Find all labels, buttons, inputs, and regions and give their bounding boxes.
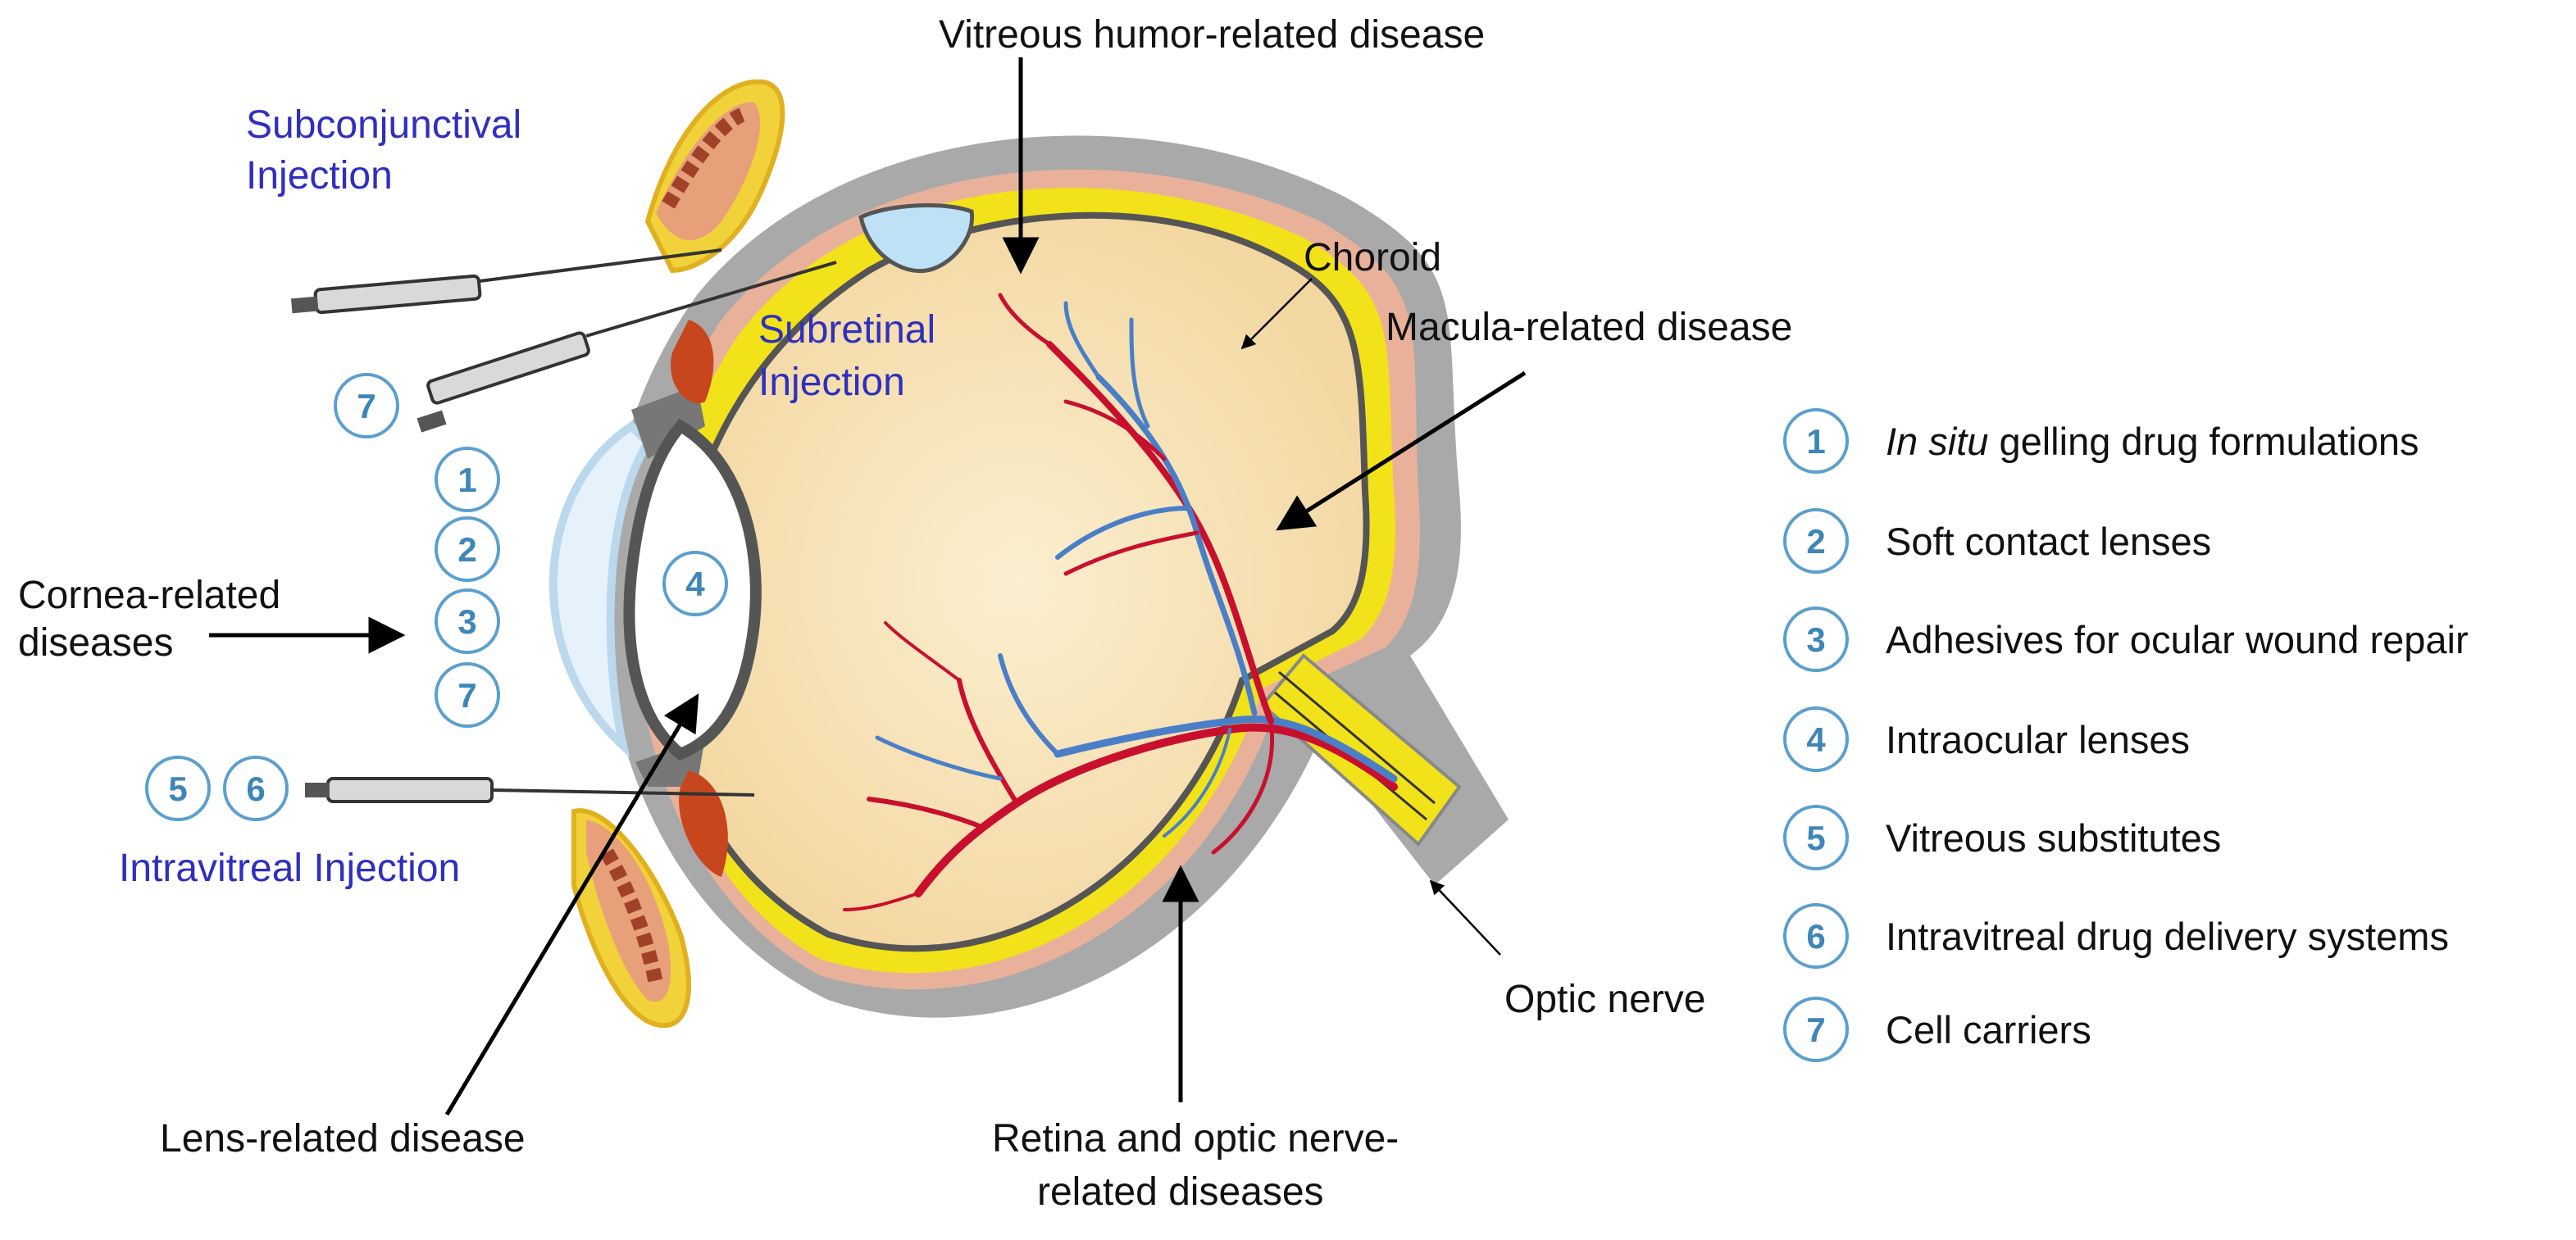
svg-text:6: 6 [1806, 917, 1825, 956]
syringe-subconjunctival [290, 248, 722, 315]
svg-text:In situ gelling drug formulati: In situ gelling drug formulations [1886, 420, 2419, 463]
arrow-macula [1276, 370, 1527, 531]
syringe-intravitreal [305, 777, 755, 803]
label-retina-1: Retina and optic nerve- [992, 1117, 1399, 1161]
marker-cornea-4: 7 [435, 662, 500, 728]
legend-item-1: 1 In situ gelling drug formulations [1783, 408, 2419, 474]
svg-text:Intravitreal drug delivery sys: Intravitreal drug delivery systems [1886, 915, 2449, 958]
syringes [290, 248, 837, 803]
syringe-subretinal [416, 261, 837, 433]
label-intravitreal: Intravitreal Injection [119, 847, 460, 890]
svg-text:4: 4 [685, 565, 705, 603]
label-subretinal-1: Subretinal [758, 308, 935, 352]
marker-cornea-2: 2 [435, 516, 500, 582]
svg-text:7: 7 [357, 387, 375, 425]
arrows [209, 57, 1527, 1116]
cornea [548, 420, 653, 758]
svg-text:Vitreous substitutes: Vitreous substitutes [1886, 816, 2221, 860]
svg-text:5: 5 [168, 770, 187, 808]
svg-text:Cell carriers: Cell carriers [1886, 1008, 2091, 1052]
marker-cornea-3: 3 [435, 588, 500, 654]
iris [631, 385, 705, 459]
marker-intravitreal-2: 6 [223, 756, 289, 821]
label-subconj-1: Subconjunctival [246, 103, 521, 147]
marker-subconj: 7 [334, 373, 399, 438]
legend-item-4: 4 Intraocular lenses [1783, 706, 2190, 772]
svg-text:6: 6 [246, 770, 265, 808]
label-cornea-1: Cornea-related [18, 574, 280, 617]
bleb [858, 203, 975, 274]
svg-text:7: 7 [457, 676, 476, 715]
svg-text:1: 1 [1806, 422, 1825, 461]
arrow-optic [1429, 879, 1501, 956]
svg-text:Soft contact lenses: Soft contact lenses [1886, 520, 2211, 563]
marker-intravitreal-1: 5 [145, 756, 211, 821]
label-subretinal-2: Injection [758, 361, 905, 404]
label-retina-2: related diseases [1037, 1170, 1324, 1214]
svg-text:4: 4 [1806, 720, 1826, 759]
legend-item-5: 5 Vitreous substitutes [1783, 805, 2221, 870]
svg-text:3: 3 [457, 602, 476, 641]
legend-item-6: 6 Intravitreal drug delivery systems [1783, 903, 2449, 969]
label-cornea-2: diseases [18, 621, 173, 665]
eye-anatomy [548, 79, 1509, 1029]
diagram-markers: 7 1 2 3 7 4 5 6 [145, 373, 728, 821]
label-macula: Macula-related disease [1386, 306, 1792, 349]
svg-text:2: 2 [1806, 522, 1825, 561]
label-subconj-2: Injection [246, 154, 393, 198]
marker-cornea-1: 1 [435, 447, 500, 512]
label-optic: Optic nerve [1504, 978, 1705, 1021]
svg-text:3: 3 [1806, 620, 1825, 659]
svg-text:2: 2 [457, 530, 476, 569]
legend-item-3: 3 Adhesives for ocular wound repair [1783, 606, 2469, 672]
label-vitreous: Vitreous humor-related disease [939, 13, 1485, 57]
svg-text:7: 7 [1806, 1011, 1825, 1049]
optic-nerve [1260, 653, 1462, 847]
svg-text:Adhesives for ocular wound rep: Adhesives for ocular wound repair [1886, 618, 2469, 661]
arrow-choroid [1240, 278, 1313, 350]
legend-item-7: 7 Cell carriers [1783, 997, 2091, 1062]
arrow-lens [444, 693, 699, 1116]
svg-text:Intraocular lenses: Intraocular lenses [1886, 718, 2190, 761]
svg-text:5: 5 [1806, 819, 1825, 857]
svg-text:1: 1 [457, 461, 476, 499]
marker-lens: 4 [662, 551, 728, 616]
label-lens: Lens-related disease [160, 1117, 526, 1161]
legend-item-2: 2 Soft contact lenses [1783, 508, 2211, 574]
label-choroid: Choroid [1304, 236, 1441, 279]
legend: 1 In situ gelling drug formulations 2 So… [1783, 408, 2469, 1062]
retinal-vessels [843, 293, 1398, 911]
